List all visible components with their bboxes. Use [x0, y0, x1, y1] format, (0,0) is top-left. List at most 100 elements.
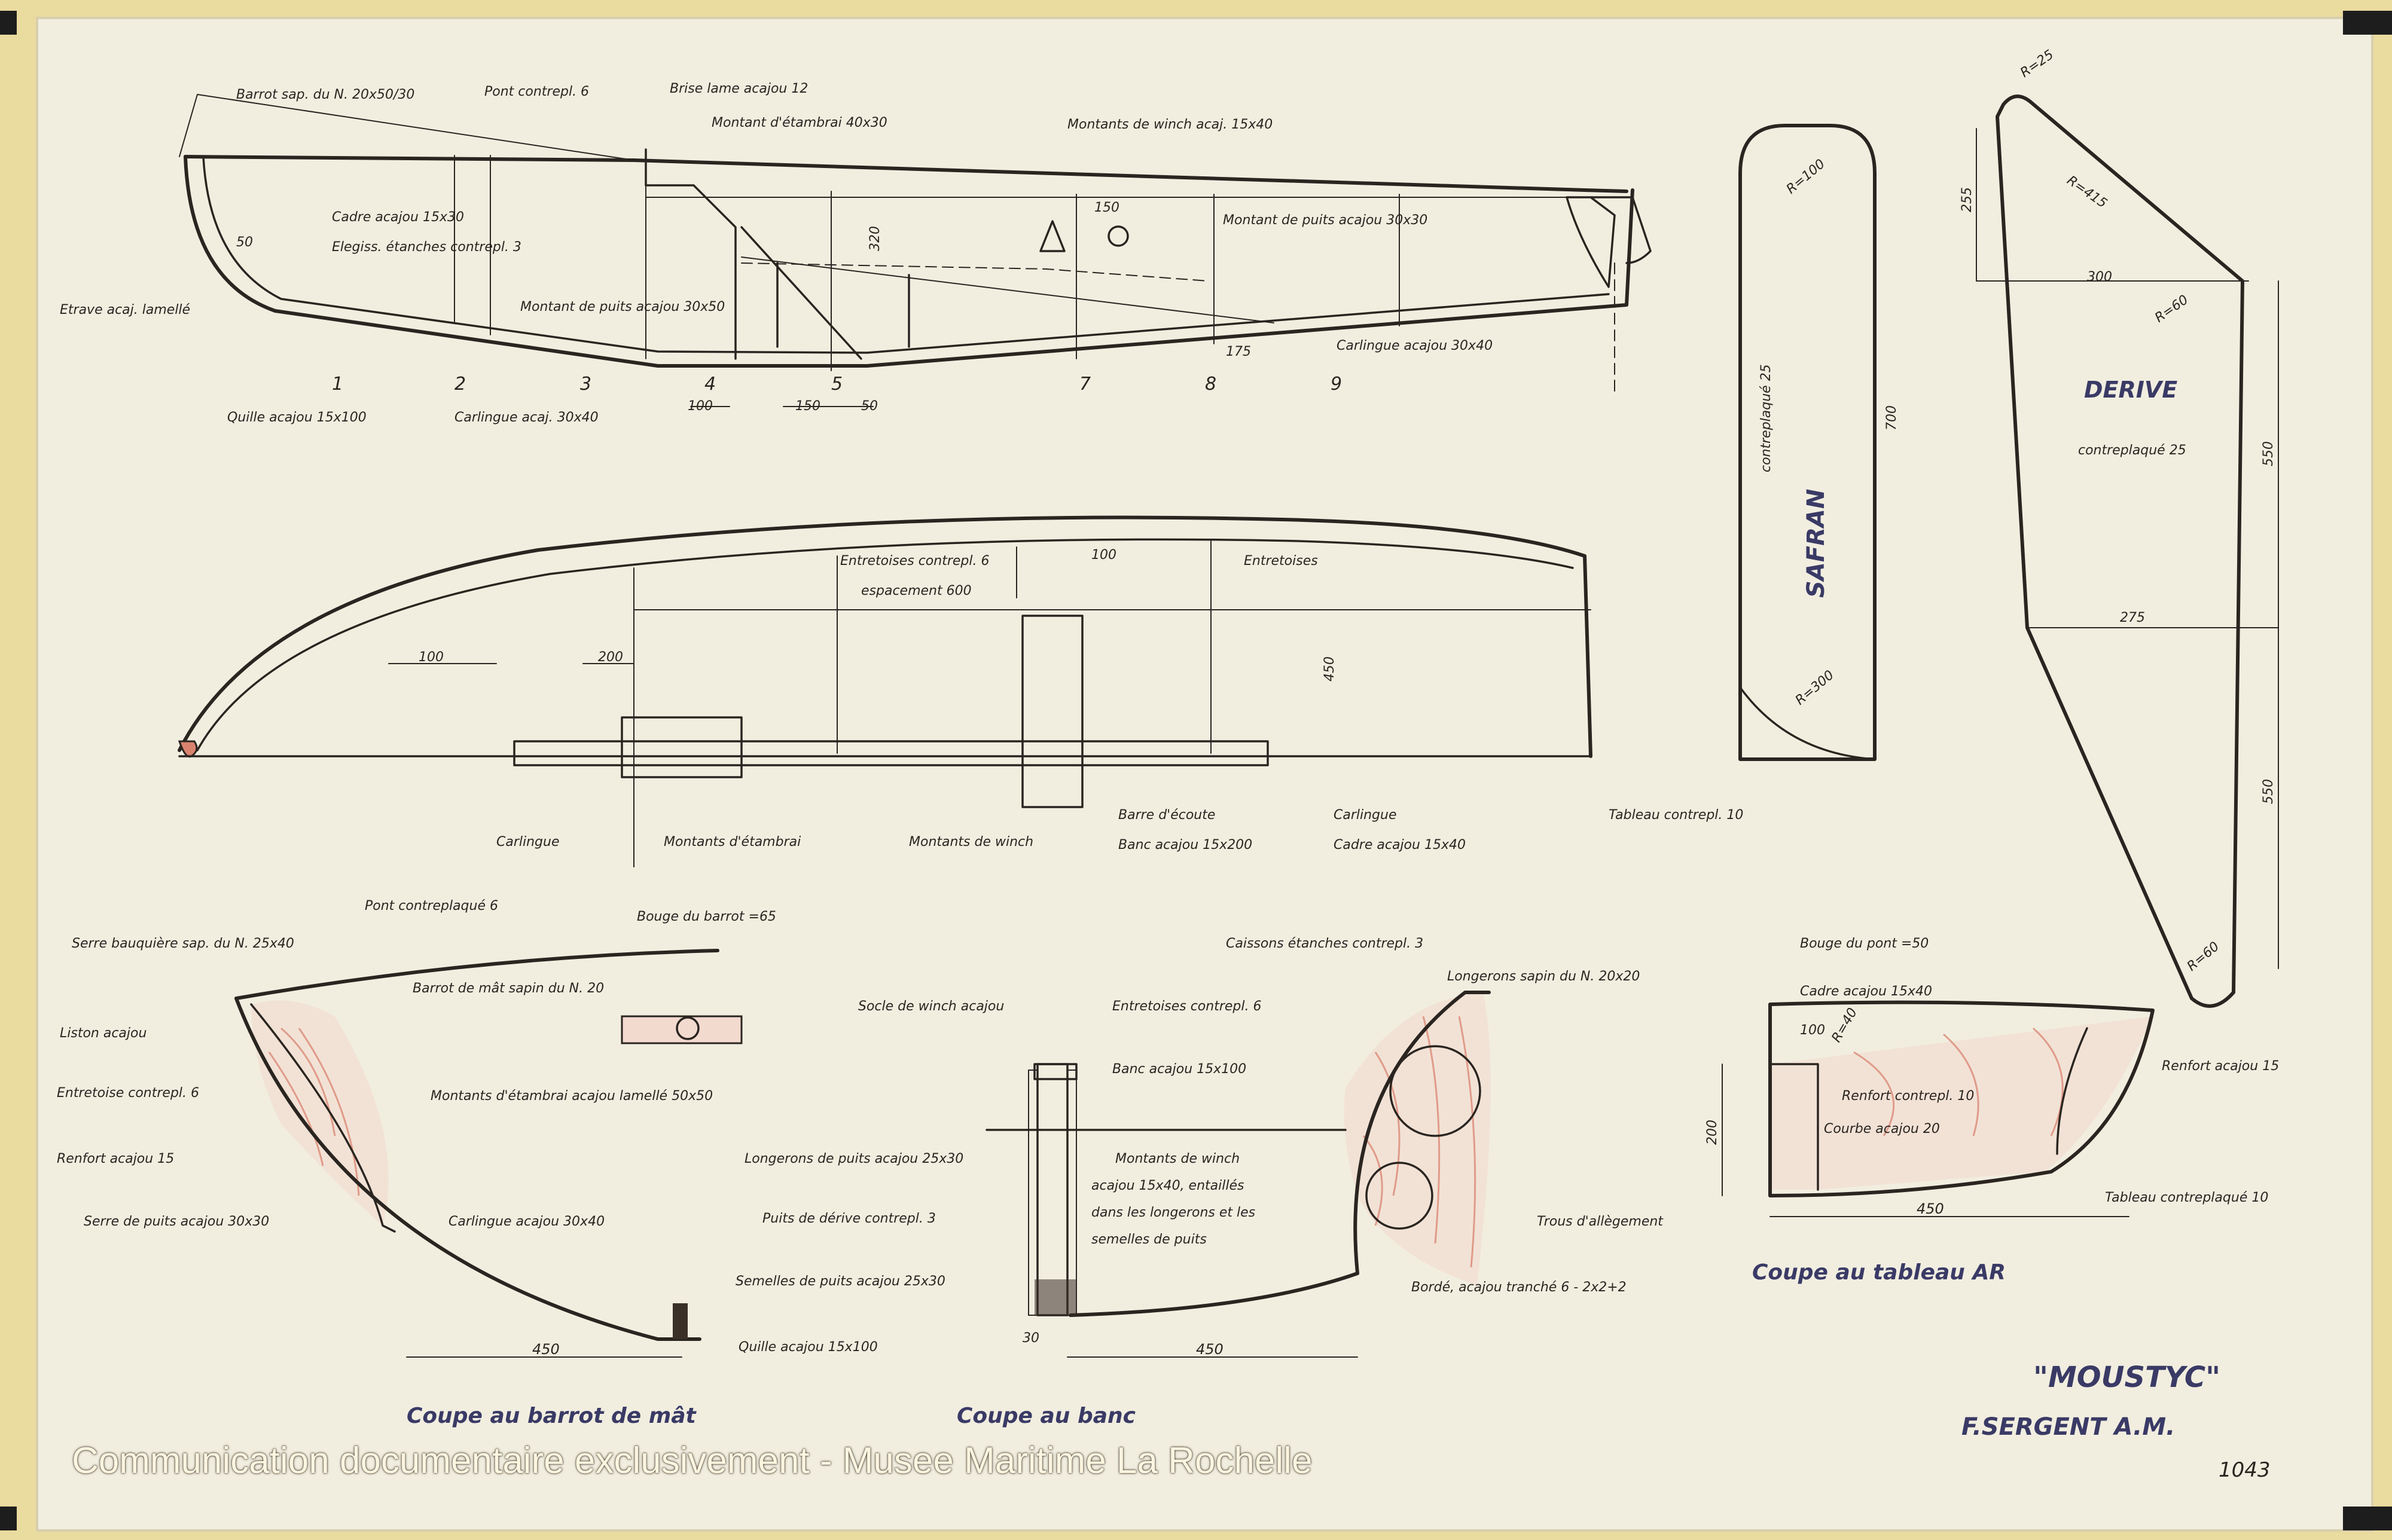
profile-hull-outline — [184, 155, 1634, 368]
profile-labels: Barrot sap. du N. 20x50/30 Pont contrepl… — [60, 81, 1493, 425]
mast-beam-bolt — [676, 1016, 700, 1040]
keel-block-mat — [673, 1303, 688, 1339]
dim-150-profile: 150 — [795, 399, 820, 414]
dim-200-plan: 200 — [598, 650, 623, 665]
station-4: 4 — [704, 374, 716, 395]
profile-deck-line — [184, 155, 1628, 193]
section-mat-dim-450: 450 — [532, 1341, 560, 1358]
label-tableau-100: 100 — [1800, 1023, 1825, 1038]
safran-title: SAFRAN — [1802, 489, 1830, 598]
label-carlingue-1: Carlingue acaj. 30x40 — [454, 410, 599, 425]
section-tableau-stiffener — [1769, 1063, 1819, 1191]
label-renfort-contrepl: Renfort contrepl. 10 — [1842, 1089, 1974, 1104]
label-montant-etambrai: Montant d'étambrai 40x30 — [712, 115, 887, 130]
label-pont: Pont contrepl. 6 — [484, 84, 589, 99]
label-borde: Bordé, acajou tranché 6 - 2x2+2 — [1411, 1280, 1627, 1295]
profile-dimensions: 100 150 50 150 320 175 50 — [236, 200, 1251, 414]
tracing-paper — [36, 17, 2373, 1532]
section-banc-hull — [1069, 991, 1491, 1317]
plan-dimensions: 100 200 100 450 — [388, 548, 1337, 682]
clip-top-left — [0, 11, 17, 35]
label-brise-lame: Brise lame acajou 12 — [670, 81, 808, 96]
station-numbers: 1 2 3 4 5 7 8 9 — [332, 374, 1342, 395]
label-tableau-contrepl: Tableau contreplaqué 10 — [2105, 1190, 2268, 1205]
dim-100-plan: 100 — [419, 650, 444, 665]
label-etrave: Etrave acaj. lamellé — [60, 302, 190, 317]
clip-bottom-left — [0, 1507, 17, 1530]
label-montant-puits-2: Montant de puits acajou 30x30 — [1223, 213, 1427, 228]
label-cadre-tableau: Cadre acajou 15x40 — [1800, 984, 1932, 999]
label-trous: Trous d'allègement — [1537, 1214, 1664, 1229]
centreboard-well-plan — [513, 740, 1269, 766]
section-mat-caption: Coupe au barrot de mât — [407, 1404, 697, 1428]
section-banc-well-sole — [1035, 1279, 1076, 1315]
station-2: 2 — [454, 374, 466, 395]
mast-beam-block — [621, 1015, 743, 1044]
plan-sheer-line — [178, 515, 1592, 758]
section-tableau-outline — [1768, 1000, 2155, 1197]
lightening-hole-large — [1389, 1045, 1481, 1137]
station-5: 5 — [831, 374, 843, 395]
mast-partners-plan — [621, 716, 743, 778]
rudder-head — [1589, 196, 1652, 264]
dim-320: 320 — [868, 226, 883, 251]
dim-50-profile: 50 — [861, 399, 878, 414]
label-tableau-plan: Tableau contrepl. 10 — [1609, 808, 1743, 823]
clip-top-right — [2343, 11, 2392, 35]
safran-dim-700: 700 — [1884, 405, 1899, 430]
sheet-number: 1043 — [2219, 1458, 2271, 1482]
derive-dim-550-b: 550 — [2261, 779, 2276, 804]
section-tableau: 200 450 Bouge du pont =50 Cadre acajou 1… — [1705, 936, 2279, 1285]
label-serre-puits: Serre de puits acajou 30x30 — [84, 1214, 269, 1229]
label-bouge-mat: Bouge du barrot =65 — [637, 909, 776, 924]
transom-knee — [1566, 196, 1616, 288]
section-tableau-dim-450: 450 — [1917, 1200, 1944, 1217]
station-7: 7 — [1079, 374, 1091, 395]
rudder-outline — [1738, 124, 1877, 761]
label-renfort-acajou-tableau: Renfort acajou 15 — [2162, 1059, 2279, 1074]
dim-450-plan: 450 — [1322, 656, 1337, 682]
label-caissons: Caissons étanches contrepl. 3 — [1226, 936, 1423, 951]
label-serre-bauquiere: Serre bauquière sap. du N. 25x40 — [72, 936, 294, 951]
clip-bottom-right — [2343, 1507, 2392, 1530]
derive-dim-255: 255 — [1960, 187, 1975, 212]
label-cadre: Cadre acajou 15x30 — [332, 210, 464, 225]
section-banc: 30 450 Socle de winch acajou Banc acajou… — [736, 936, 1664, 1428]
profile-bow-extension — [179, 94, 634, 161]
label-banc-section: Banc acajou 15x100 — [1112, 1062, 1246, 1077]
section-banc-winch-base — [1033, 1063, 1078, 1080]
dim-100-plan-b: 100 — [1091, 548, 1116, 563]
label-renfort-mat: Renfort acajou 15 — [57, 1151, 174, 1166]
label-barre-ecoute: Barre d'écoute — [1118, 808, 1215, 823]
label-montants-winch-3: dans les longerons et les — [1091, 1205, 1255, 1220]
label-montant-puits-1: Montant de puits acajou 30x50 — [520, 300, 725, 314]
section-tableau-labels: Bouge du pont =50 Cadre acajou 15x40 Ren… — [1800, 936, 2279, 1205]
rudder-lower-radius — [1739, 686, 1876, 760]
label-barrot: Barrot sap. du N. 20x50/30 — [236, 87, 414, 102]
section-mat-deck — [234, 949, 719, 1000]
derive-dim-550-a: 550 — [2261, 441, 2276, 466]
profile-inner-line — [202, 155, 1610, 354]
plan-view: 100 200 100 450 Entretoises contrepl. 6 … — [178, 515, 1743, 867]
label-montants-mat: Montants d'étambrai acajou lamellé 50x50 — [431, 1089, 713, 1104]
centreboard-outline — [1996, 94, 2244, 1008]
dim-100-profile: 100 — [688, 399, 713, 414]
label-entretoises-banc: Entretoises contrepl. 6 — [1112, 999, 1261, 1014]
section-tableau-knee — [2056, 1027, 2088, 1155]
section-tableau-dim-200: 200 — [1705, 1120, 1720, 1145]
dim-50-bow: 50 — [236, 235, 253, 250]
label-bouge-pont: Bouge du pont =50 — [1800, 936, 1929, 951]
section-mat-wood-fill — [251, 1000, 389, 1226]
section-mat-hull — [234, 997, 701, 1341]
title-block: "MOUSTYC" F.SERGENT A.M. 1043 — [1961, 1361, 2271, 1482]
label-montants-winch: Montants de winch acaj. 15x40 — [1067, 117, 1273, 132]
label-longerons-puits: Longerons de puits acajou 25x30 — [745, 1151, 963, 1166]
label-carlingue-mat: Carlingue acajou 30x40 — [448, 1214, 605, 1229]
dim-175: 175 — [1226, 344, 1251, 359]
section-banc-well-left — [1028, 1070, 1038, 1316]
label-cadre-plan: Cadre acajou 15x40 — [1334, 838, 1466, 852]
station-1: 1 — [332, 374, 343, 395]
station-9: 9 — [1331, 374, 1342, 395]
designer-name: F.SERGENT A.M. — [1961, 1413, 2175, 1441]
